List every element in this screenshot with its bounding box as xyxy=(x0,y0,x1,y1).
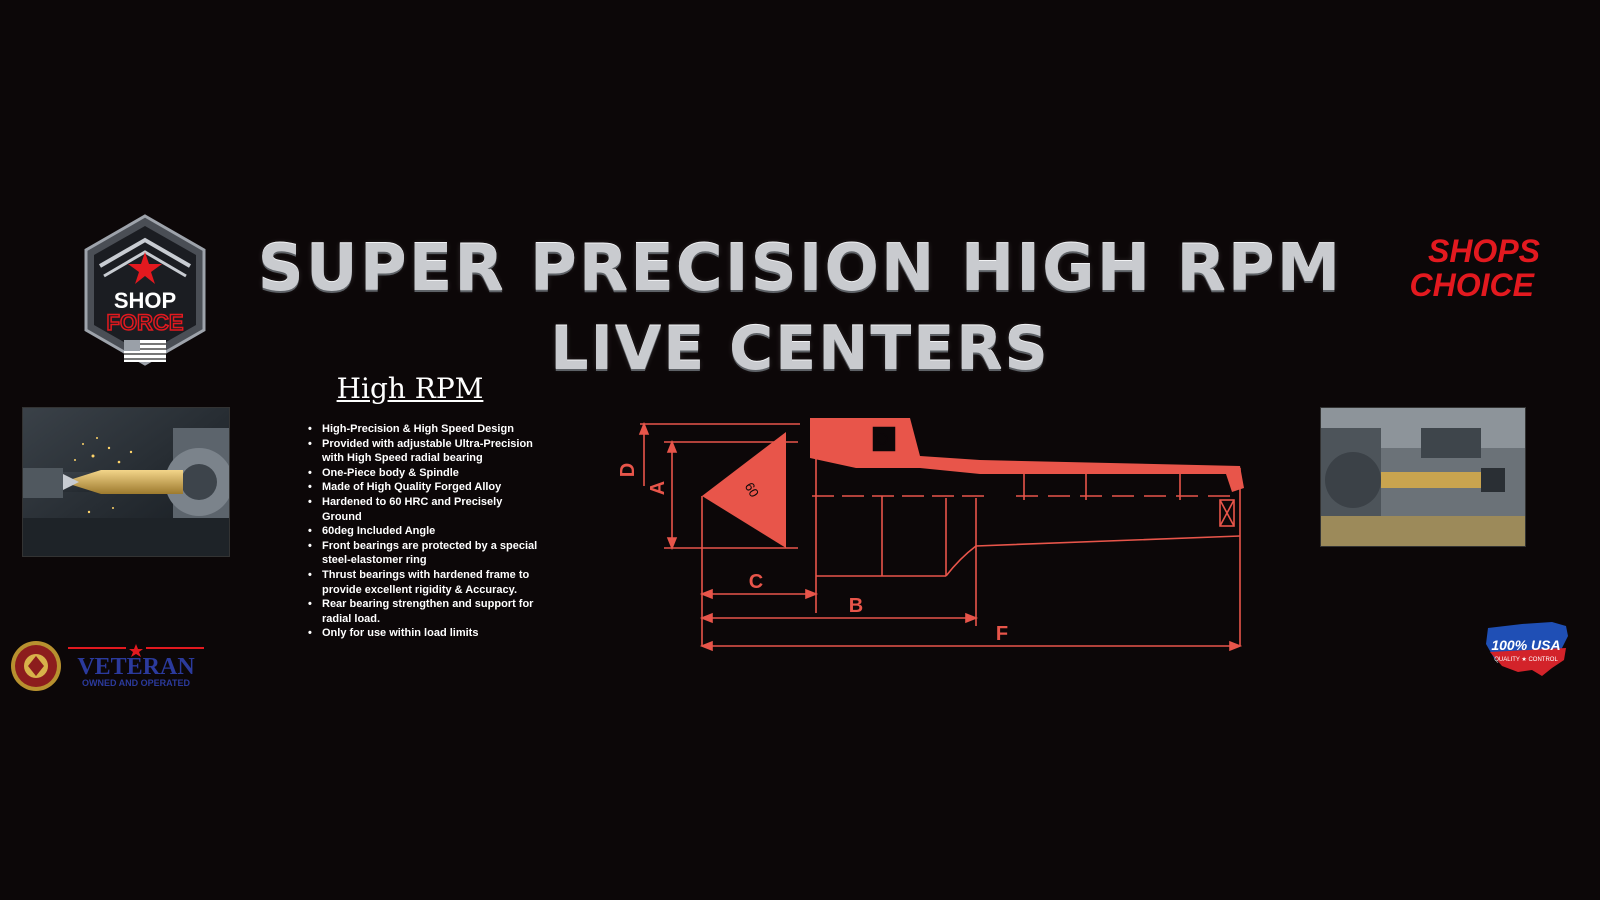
feature-item: High-Precision & High Speed Design xyxy=(308,422,538,437)
feature-item: Front bearings are protected by a specia… xyxy=(308,539,538,568)
features-list: High-Precision & High Speed Design Provi… xyxy=(306,422,538,641)
feature-item: Provided with adjustable Ultra-Precision… xyxy=(308,437,538,466)
features-heading: High RPM xyxy=(336,372,484,405)
shop-force-line2: FORCE xyxy=(107,310,184,335)
angle-label: 60 xyxy=(742,480,762,500)
veteran-text: VETERAN xyxy=(77,654,195,680)
dimension-d-label: D xyxy=(620,463,639,477)
dimension-c-label: C xyxy=(749,571,763,593)
center-point-cone xyxy=(702,432,786,548)
dimension-f-label: F xyxy=(996,623,1008,645)
shops-choice-line2: CHOICE xyxy=(1410,267,1536,303)
page-title-line2: LIVE CENTERS xyxy=(550,314,1050,384)
usa-quality-logo: 100% USA QUALITY ★ CONTROL xyxy=(1482,618,1572,684)
page-title-line1: SUPER PRECISION HIGH RPM xyxy=(257,232,1343,306)
shops-choice-line1: SHOPS xyxy=(1428,233,1541,269)
quality-control-text: QUALITY ★ CONTROL xyxy=(1494,656,1558,663)
feature-item: One-Piece body & Spindle xyxy=(308,466,538,481)
shop-force-line1: SHOP xyxy=(114,288,176,313)
feature-item: Only for use within load limits xyxy=(308,626,538,641)
lathe-photo-left xyxy=(22,407,230,557)
shop-force-logo: SHOP FORCE xyxy=(80,212,210,372)
usa-text: 100% USA xyxy=(1491,637,1560,653)
feature-item: Hardened to 60 HRC and Precisely Ground xyxy=(308,495,538,524)
feature-item: 60deg Included Angle xyxy=(308,524,538,539)
shops-choice-logo: SHOPS CHOICE xyxy=(1362,232,1558,304)
lathe-photo-right xyxy=(1320,407,1526,547)
feature-item: Rear bearing strengthen and support for … xyxy=(308,597,538,626)
feature-item: Thrust bearings with hardened frame to p… xyxy=(308,568,538,597)
us-flag-icon xyxy=(124,340,166,362)
usmc-seal-logo xyxy=(10,640,62,692)
owned-operated-text: OWNED AND OPERATED xyxy=(82,678,191,688)
live-center-diagram: 60 D A C B F xyxy=(617,408,1270,658)
dimension-b-label: B xyxy=(849,595,863,617)
veteran-owned-logo: VETERAN OWNED AND OPERATED xyxy=(66,644,206,688)
feature-item: Made of High Quality Forged Alloy xyxy=(308,480,538,495)
live-center-body xyxy=(702,418,1244,548)
dimension-a-label: A xyxy=(647,481,669,495)
